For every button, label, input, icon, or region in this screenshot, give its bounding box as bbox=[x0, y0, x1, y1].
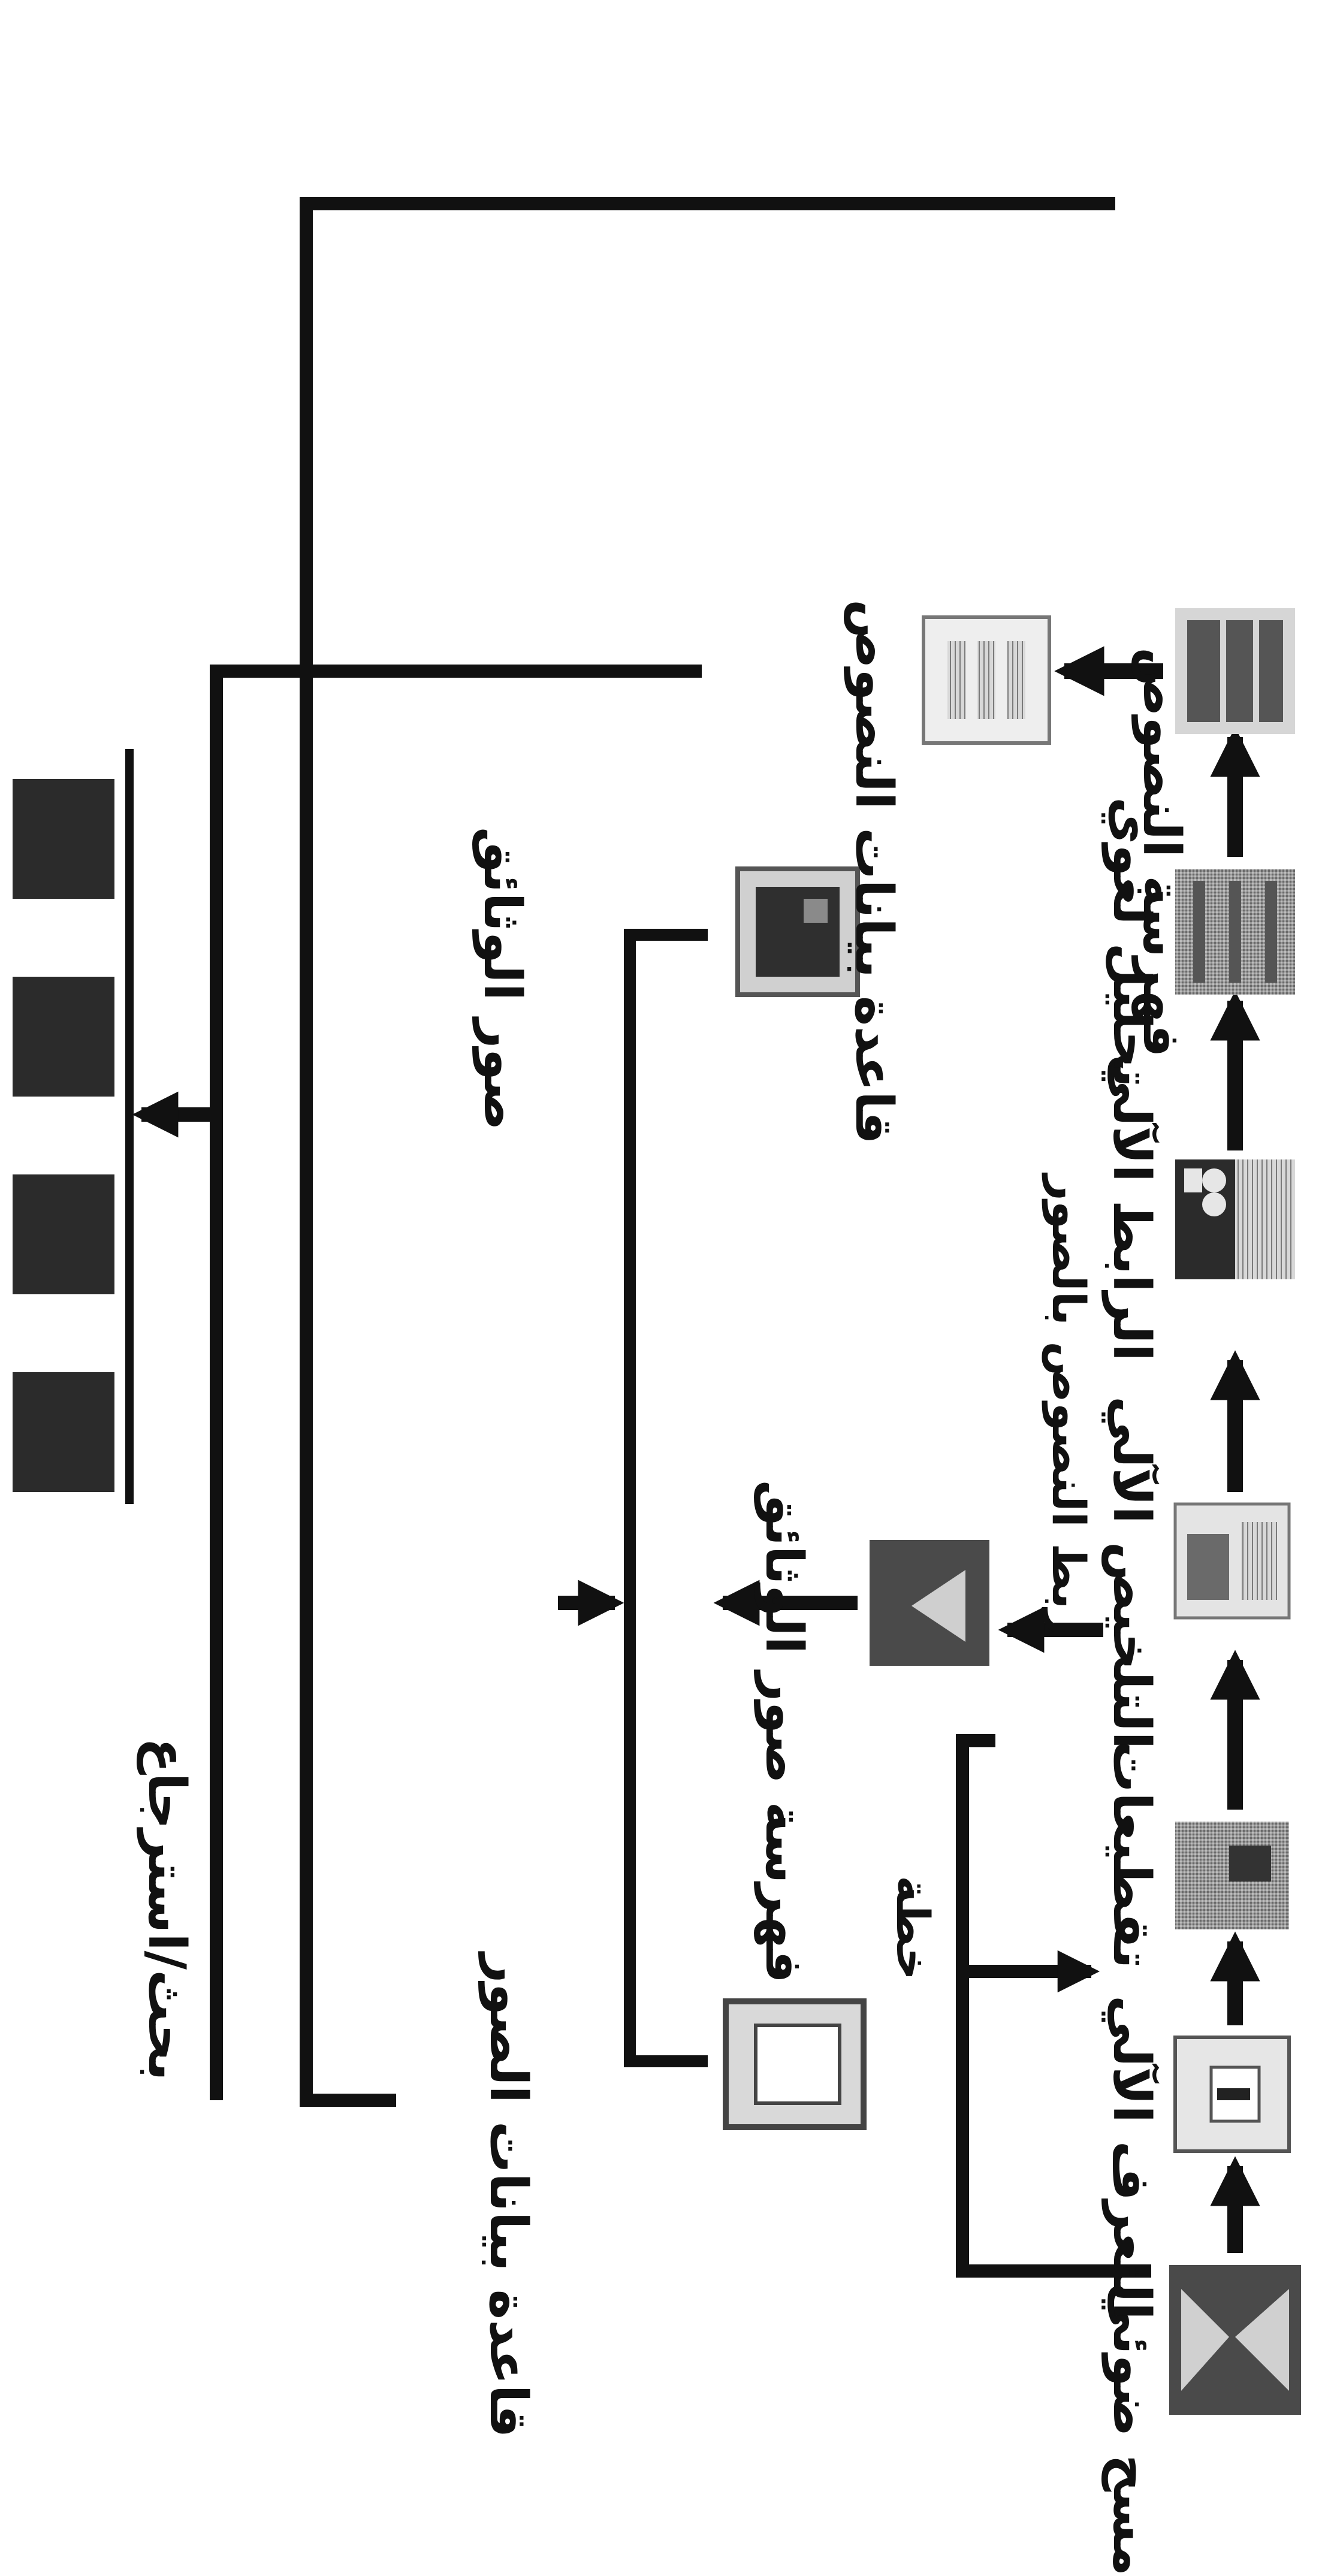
label-scan: مسح ضوئي bbox=[1106, 2283, 1157, 2576]
label-summarization: التلخيص الآلي bbox=[1106, 1396, 1157, 1749]
label-text-database: قاعدة بيانات النصوص bbox=[848, 599, 900, 1144]
image-database-icon bbox=[726, 2001, 864, 2127]
connector-outer-rail bbox=[306, 204, 1115, 2100]
label-image-text-link: ربط النصوص بالصور bbox=[1046, 1174, 1091, 1635]
connector-docimages-loop bbox=[630, 935, 708, 2061]
diagram-canvas: مسح ضوئي التعرف الآلي تقطيعات التلخيص ال… bbox=[0, 0, 1331, 2454]
doc-images-icon bbox=[738, 869, 858, 995]
diagram-stage: مسح ضوئي التعرف الآلي تقطيعات التلخيص ال… bbox=[0, 0, 1331, 2454]
ocr-icon bbox=[1175, 2037, 1289, 2151]
label-doc-image-indexing: فهرسة صور الوثائق bbox=[758, 1480, 810, 1983]
label-segmentation: تقطيعات bbox=[1106, 1741, 1157, 1968]
text-database-icon bbox=[923, 617, 1049, 743]
label-text-indexing: فهرسة النصوص bbox=[1136, 647, 1187, 1057]
label-layout: خطة bbox=[890, 1876, 935, 1980]
scan-icon bbox=[1169, 2265, 1301, 2415]
linking-icon bbox=[1175, 1159, 1295, 1279]
segmentation-icon bbox=[1175, 1822, 1289, 1929]
linguistic-analysis-icon bbox=[1175, 869, 1295, 995]
label-doc-images: صور الوثائق bbox=[476, 827, 528, 1131]
results-thumbnails bbox=[13, 779, 114, 1492]
label-image-database: قاعدة بيانات الصور bbox=[482, 1953, 534, 2438]
label-search-retrieval: بحث/استرجاع bbox=[141, 1738, 192, 2080]
summarization-icon bbox=[1175, 1504, 1289, 1618]
label-linking: الرابط الآلي bbox=[1106, 1055, 1157, 1361]
label-ocr: التعرف الآلي bbox=[1106, 1995, 1157, 2320]
doc-image-icon bbox=[870, 1540, 989, 1666]
text-indexing-icon bbox=[1175, 608, 1295, 734]
